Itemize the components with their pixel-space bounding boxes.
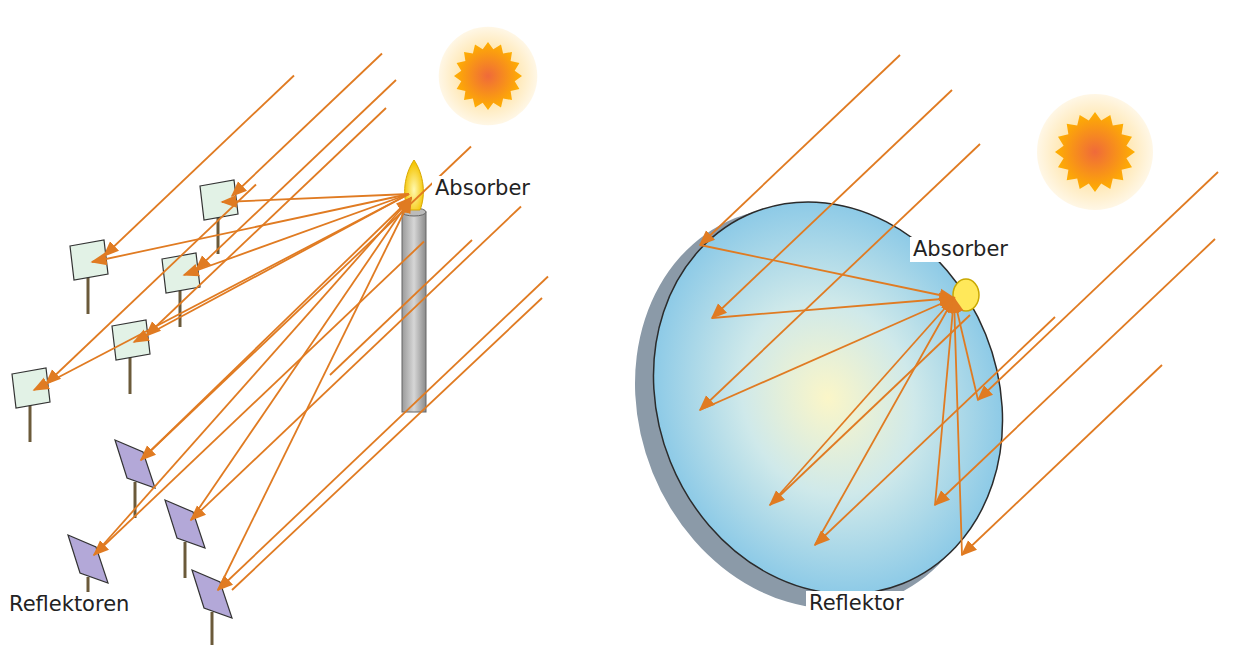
heliostat-mirror — [12, 368, 50, 408]
parabolic-dish — [576, 149, 1061, 645]
dish-absorber — [953, 279, 979, 311]
heliostat-mirror — [200, 180, 238, 220]
sun-halo — [1037, 94, 1153, 210]
light-ray — [218, 198, 411, 590]
light-ray — [146, 108, 386, 336]
mirror-post — [29, 402, 32, 442]
light-ray — [815, 298, 954, 545]
light-ray — [978, 172, 1218, 400]
light-ray — [232, 298, 542, 590]
light-ray — [935, 298, 954, 505]
part-label: Absorber — [910, 237, 1011, 262]
part-label: Reflektor — [806, 591, 907, 616]
light-ray — [232, 54, 382, 197]
mirror-post — [179, 287, 182, 327]
light-ray — [954, 298, 978, 400]
light-ray — [962, 365, 1162, 555]
light-ray — [184, 194, 409, 275]
light-ray — [815, 317, 1055, 545]
light-ray — [770, 315, 970, 505]
sun-halo — [439, 27, 538, 126]
light-ray — [935, 239, 1215, 505]
light-ray — [141, 198, 411, 460]
heliostat-mirror — [115, 440, 155, 488]
light-ray — [712, 298, 954, 318]
light-ray — [770, 298, 954, 505]
light-ray — [700, 144, 980, 410]
sun-body — [454, 42, 522, 110]
mirror-post — [211, 612, 214, 645]
light-ray — [94, 198, 411, 555]
light-ray — [34, 194, 409, 390]
light-ray — [954, 298, 962, 555]
light-ray — [196, 80, 396, 270]
sun — [1037, 94, 1153, 210]
mirror-post — [129, 354, 132, 394]
mirror-post — [134, 482, 137, 518]
sun — [439, 27, 538, 126]
mirror-post — [87, 274, 90, 314]
light-ray — [191, 198, 411, 520]
part-label: Absorber — [432, 176, 533, 201]
heliostat-mirror — [192, 570, 232, 618]
light-ray — [46, 185, 256, 385]
heliostat-mirror — [162, 253, 200, 293]
light-ray — [700, 298, 954, 410]
light-ray — [330, 240, 472, 375]
light-ray — [104, 76, 294, 257]
light-ray — [700, 55, 900, 245]
part-label: Reflektoren — [6, 592, 132, 617]
sun-body — [1055, 112, 1135, 192]
heliostat-mirror — [68, 535, 108, 583]
mirror-post — [184, 542, 187, 578]
